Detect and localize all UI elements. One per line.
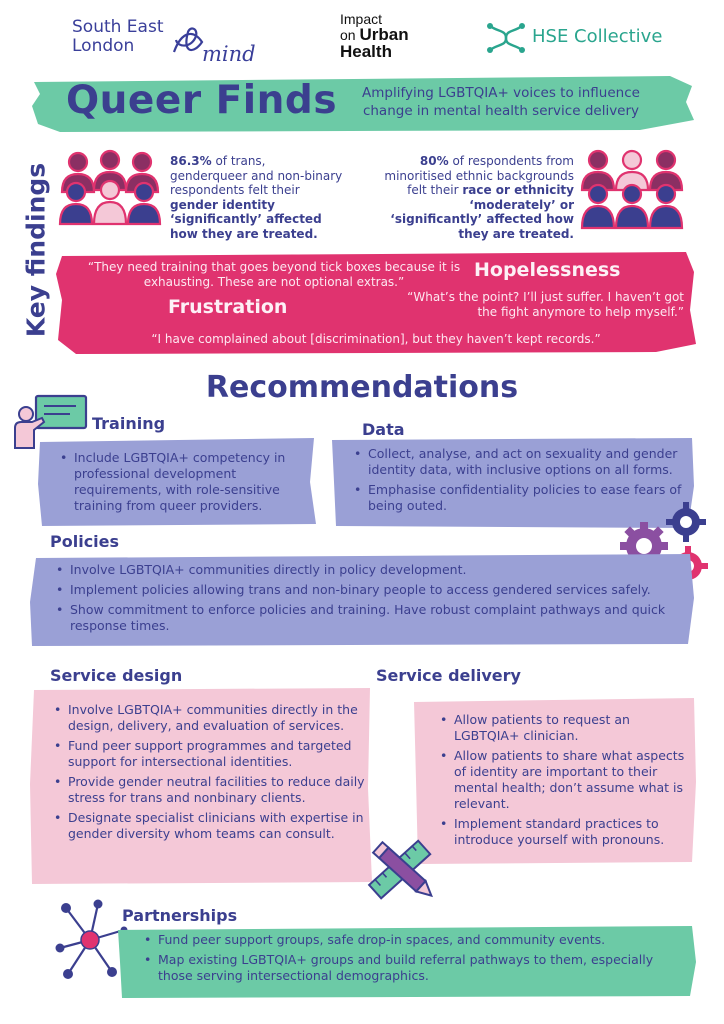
policies-item-3: Show commitment to enforce policies and …	[56, 602, 692, 634]
policies-item-2: Implement policies allowing trans and no…	[56, 582, 692, 598]
service-design-item-4: Designate specialist clinicians with exp…	[54, 810, 366, 842]
theme-frustration: Frustration	[168, 296, 288, 318]
quotes-banner: “They need training that goes beyond tic…	[56, 250, 696, 354]
data-heading: Data	[362, 420, 405, 439]
service-delivery-item-1: Allow patients to request an LGBTQIA+ cl…	[440, 712, 688, 744]
service-design-item-3: Provide gender neutral facilities to red…	[54, 774, 366, 806]
key-findings-text: Key findings	[21, 162, 51, 338]
ruler-pencil-icon	[367, 839, 433, 900]
service-delivery-box: Allow patients to request an LGBTQIA+ cl…	[414, 698, 696, 864]
hse-collective-text: HSE Collective	[532, 26, 663, 47]
hse-collective-icon	[487, 23, 525, 53]
presentation-board-icon	[14, 394, 88, 449]
data-box: Collect, analyse, and act on sexuality a…	[332, 438, 694, 528]
service-design-list: Involve LGBTQIA+ communities directly in…	[50, 702, 366, 842]
partnerships-item-1: Fund peer support groups, safe drop-in s…	[144, 932, 688, 948]
finding-gender-identity: 86.3% of trans, genderqueer and non-bina…	[170, 154, 345, 241]
service-design-heading: Service design	[50, 666, 183, 685]
data-item-1: Collect, analyse, and act on sexuality a…	[354, 446, 684, 478]
page-title: Queer Finds	[66, 78, 338, 123]
mind-wordmark: mind	[202, 42, 256, 66]
data-item-2: Emphasise confidentiality policies to ea…	[354, 482, 684, 514]
finding-race-ethnicity: 80% of respondents from minoritised ethn…	[376, 154, 574, 241]
hse-collective-logo: HSE Collective	[484, 18, 674, 58]
stat2-text: of respondents from minoritised ethnic b…	[384, 154, 574, 197]
page-subtitle: Amplifying LGBTQIA+ voices to influence …	[362, 85, 640, 119]
title-banner: Queer Finds Amplifying LGBTQIA+ voices t…	[30, 72, 696, 134]
service-design-box: Involve LGBTQIA+ communities directly in…	[30, 688, 372, 884]
service-design-item-1: Involve LGBTQIA+ communities directly in…	[54, 702, 366, 734]
partnerships-box: Fund peer support groups, safe drop-in s…	[118, 926, 696, 998]
people-group-icon-2	[580, 149, 684, 230]
iuh-line3: Health	[340, 42, 392, 61]
impact-on-urban-health-logo: Impact on Urban Health	[340, 12, 430, 68]
stat2-bold: race or ethnicity ‘moderately’ or ‘signi…	[390, 183, 574, 241]
mind-knot-icon	[172, 27, 204, 53]
logo-text-line1: South East	[72, 17, 164, 37]
iuh-line2a: on	[340, 27, 360, 43]
quote-training: “They need training that goes beyond tic…	[87, 260, 461, 289]
training-box: Include LGBTQIA+ competency in professio…	[38, 438, 316, 526]
training-heading: Training	[92, 414, 166, 433]
recommendations-title: Recommendations	[205, 370, 519, 405]
training-item-1: Include LGBTQIA+ competency in professio…	[60, 450, 304, 514]
stat2-percent: 80%	[419, 154, 449, 168]
partnerships-list: Fund peer support groups, safe drop-in s…	[140, 932, 688, 984]
quote-complaint: “I have complained about [discrimination…	[151, 332, 601, 346]
network-icon	[55, 899, 128, 979]
policies-item-1: Involve LGBTQIA+ communities directly in…	[56, 562, 692, 578]
theme-hopelessness: Hopelessness	[474, 259, 621, 281]
stat1-percent: 86.3%	[170, 154, 212, 168]
policies-list: Involve LGBTQIA+ communities directly in…	[52, 562, 692, 634]
service-delivery-item-3: Implement standard practices to introduc…	[440, 816, 688, 848]
quote-hopelessness: “What’s the point? I’ll just suffer. I h…	[407, 290, 684, 319]
partnerships-heading: Partnerships	[122, 906, 238, 925]
iuh-line1: Impact	[340, 11, 383, 27]
iuh-line2b: Urban	[359, 25, 409, 44]
policies-heading: Policies	[50, 532, 120, 551]
service-design-item-2: Fund peer support programmes and targete…	[54, 738, 366, 770]
service-delivery-item-2: Allow patients to share what aspects of …	[440, 748, 688, 812]
stat1-bold: gender identity ‘significantly’ affected…	[170, 197, 322, 241]
south-east-london-mind-logo: South East London mind	[72, 18, 292, 68]
service-delivery-list: Allow patients to request an LGBTQIA+ cl…	[436, 712, 688, 848]
training-list: Include LGBTQIA+ competency in professio…	[56, 450, 304, 514]
people-group-icon	[58, 149, 162, 226]
magenta-brush-band	[56, 252, 696, 354]
policies-box: Involve LGBTQIA+ communities directly in…	[30, 554, 694, 646]
logo-text-line2: London	[72, 36, 135, 56]
stat1-text: of trans, genderqueer and non-binary res…	[170, 154, 343, 197]
teal-brush-band	[32, 76, 694, 132]
service-delivery-heading: Service delivery	[376, 666, 521, 685]
partnerships-item-2: Map existing LGBTQIA+ groups and build r…	[144, 952, 688, 984]
data-list: Collect, analyse, and act on sexuality a…	[350, 446, 684, 514]
